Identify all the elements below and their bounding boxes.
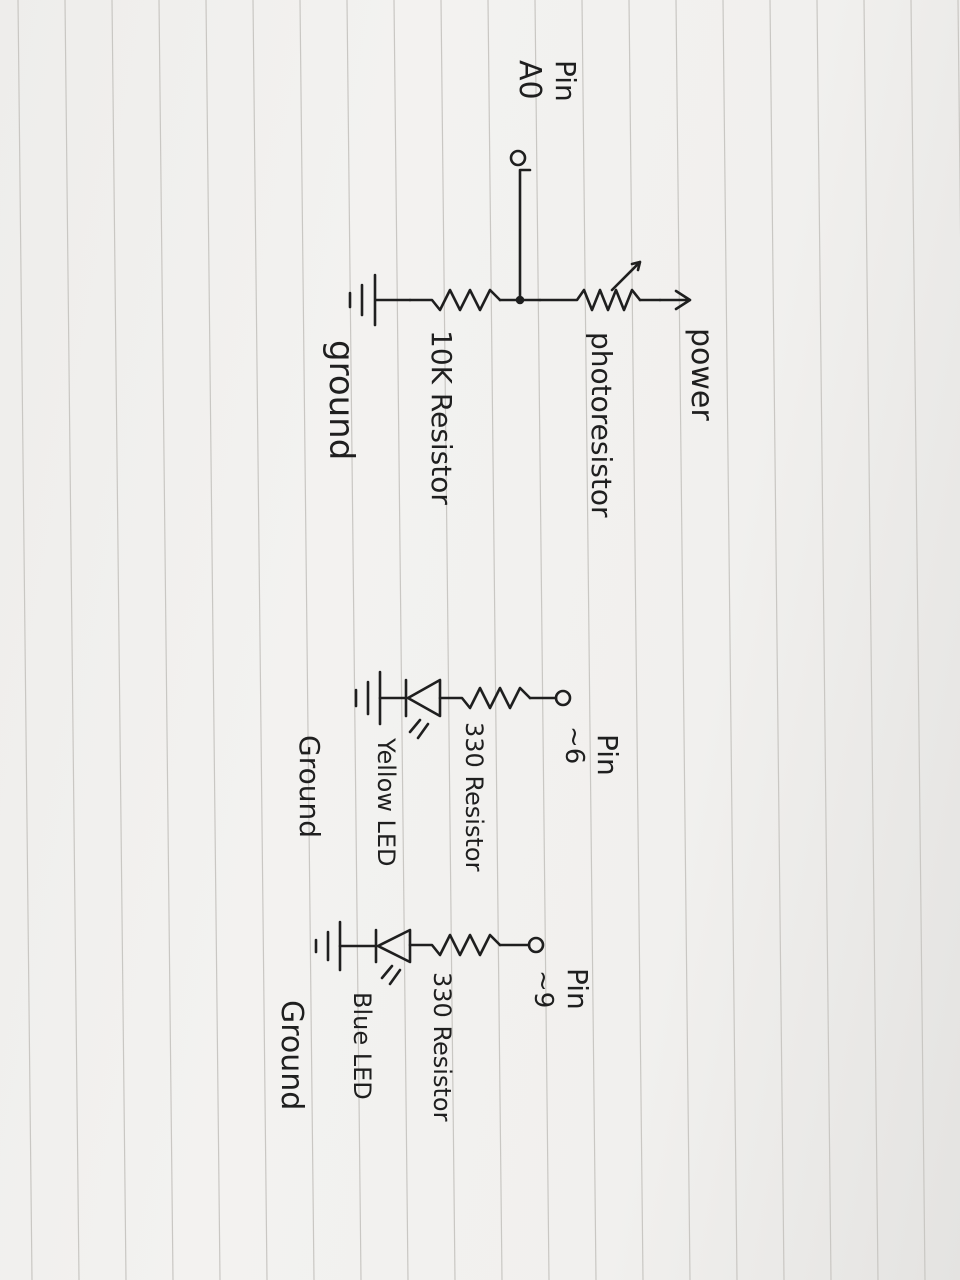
pin-a0-label: Pin (549, 60, 582, 102)
pin6-terminal (554, 689, 572, 707)
ruled-line (393, 0, 409, 1280)
ruled-line (252, 0, 268, 1280)
resistor-330-b-symbol (408, 933, 502, 957)
ground-2-label: Ground (293, 735, 326, 838)
led-emission-arrows-icon (408, 718, 430, 740)
ruled-line (487, 0, 503, 1280)
ruled-line (863, 0, 879, 1280)
resistor-10k-symbol (408, 288, 502, 312)
ruled-line (769, 0, 785, 1280)
blue-led-label: Blue LED (348, 992, 376, 1100)
pin6-label: Pin (591, 734, 624, 776)
ground-1-label: ground (321, 340, 361, 460)
ruled-line (346, 0, 362, 1280)
ruled-line (205, 0, 221, 1280)
ground-icon (314, 920, 342, 972)
yellow-led-label: Yellow LED (372, 737, 400, 867)
ruled-line (628, 0, 644, 1280)
power-arrow-icon (658, 289, 692, 311)
pin9-label: Pin (561, 968, 594, 1010)
ruled-line (534, 0, 550, 1280)
ruled-line (675, 0, 691, 1280)
pin6-name: ~6 (559, 726, 589, 764)
yellow-led-circuit (354, 670, 572, 740)
pin9-name: ~9 (528, 970, 558, 1008)
photoresistor-symbol (538, 288, 642, 312)
pin-a0-terminal (509, 149, 527, 167)
ruled-line (816, 0, 832, 1280)
ruled-line (299, 0, 315, 1280)
ruled-line (17, 0, 33, 1280)
photoresistor-label: photoresistor (585, 332, 618, 518)
ruled-line (581, 0, 597, 1280)
ruled-line (158, 0, 174, 1280)
resistor-330-a-symbol (438, 686, 532, 710)
led-emission-arrows-icon (380, 964, 402, 986)
ground-icon (354, 670, 382, 726)
ground-icon (348, 273, 412, 327)
ruled-line (111, 0, 127, 1280)
ruled-line (440, 0, 456, 1280)
pin9-terminal (527, 936, 545, 954)
resistor-330-b-label: 330 Resistor (428, 972, 456, 1122)
ground-3-label: Ground (274, 1000, 309, 1110)
ruled-line (910, 0, 926, 1280)
ruled-line (722, 0, 738, 1280)
photoresistor-circuit (348, 149, 692, 327)
light-arrow-icon (610, 260, 642, 292)
resistor-330-a-label: 330 Resistor (460, 722, 488, 872)
power-label: power (684, 328, 719, 421)
ruled-lines (17, 0, 960, 1280)
blue-led-circuit (314, 920, 545, 986)
a0-wire (518, 168, 532, 302)
pin-a0-name: A0 (512, 60, 547, 100)
ruled-line (64, 0, 80, 1280)
resistor-10k-label: 10K Resistor (425, 330, 458, 505)
yellow-led-symbol (404, 678, 442, 718)
